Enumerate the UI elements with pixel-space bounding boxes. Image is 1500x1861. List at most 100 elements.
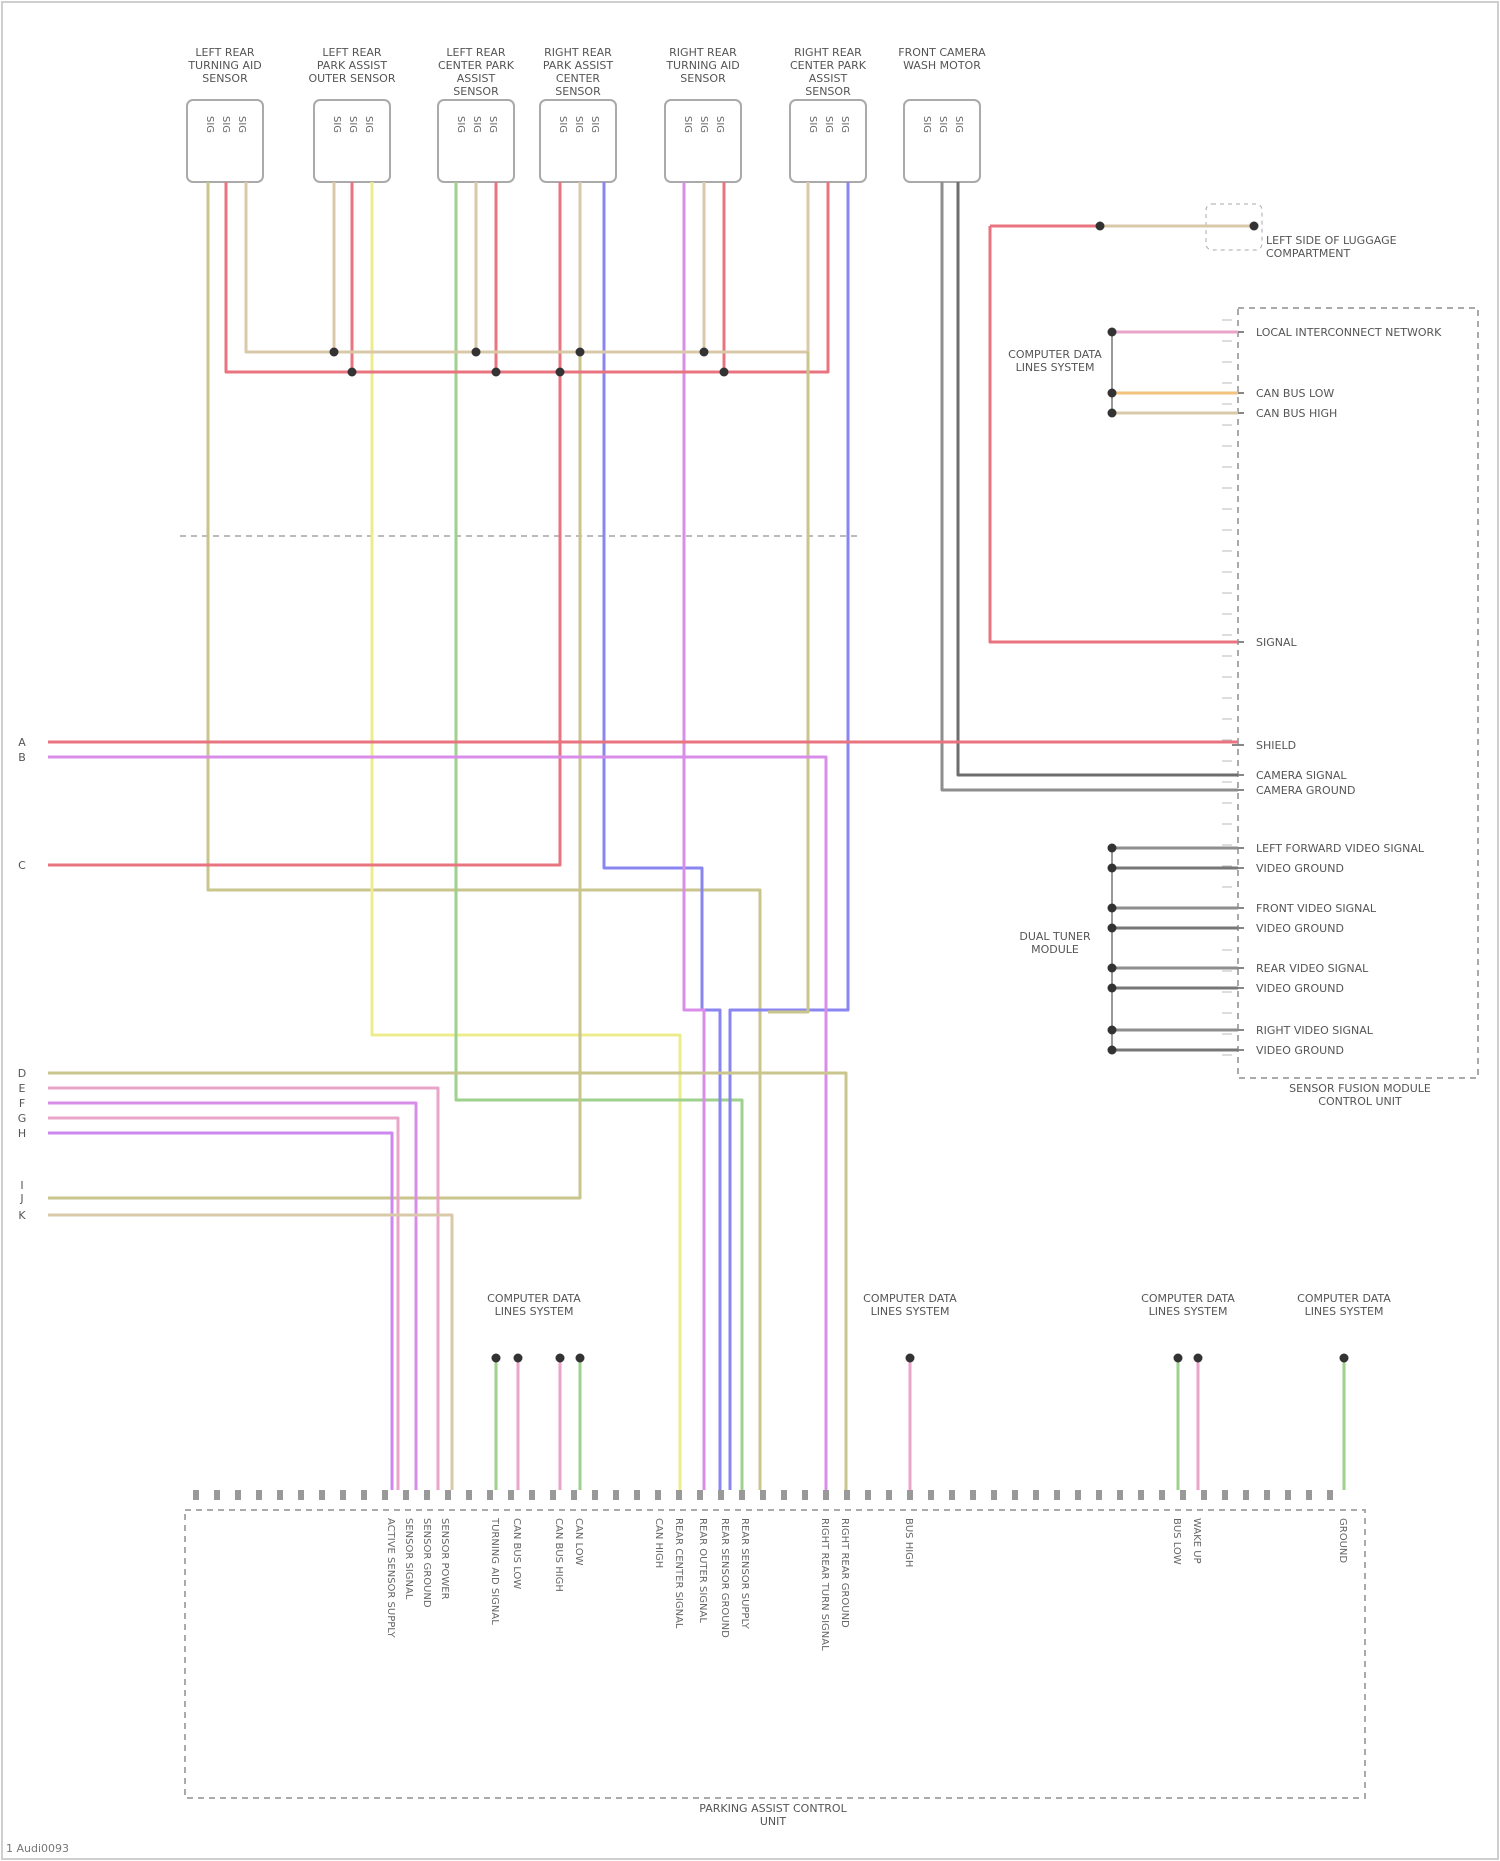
sensor-pin-label: SIG — [347, 116, 358, 133]
bottom-module-pin-label: BUS HIGH — [903, 1518, 914, 1567]
feed-letter: F — [19, 1097, 25, 1110]
bus-splice — [492, 368, 501, 377]
tuner-node — [1108, 864, 1117, 873]
rear-module-pin-label: CAN BUS LOW — [1256, 387, 1334, 400]
bottom-pin — [865, 1490, 871, 1500]
bottom-pin — [907, 1490, 913, 1500]
wire-camera-dark — [958, 182, 1238, 775]
rear-module-pin-label: CAMERA GROUND — [1256, 784, 1355, 797]
rear-module-pin-label: CAMERA SIGNAL — [1256, 769, 1347, 782]
rear-module-pin-label: LOCAL INTERCONNECT NETWORK — [1256, 326, 1442, 339]
feed-letter: K — [18, 1209, 26, 1222]
sensor-label: ASSIST — [809, 72, 848, 85]
data-group-node — [576, 1354, 585, 1363]
bottom-pin — [1159, 1490, 1165, 1500]
tuner-node — [1108, 904, 1117, 913]
feed-letter: I — [20, 1179, 23, 1192]
bottom-pin — [1138, 1490, 1144, 1500]
bottom-module-pin-label: REAR SENSOR GROUND — [719, 1518, 730, 1638]
bottom-pin — [1180, 1490, 1186, 1500]
feed-letter: E — [19, 1082, 26, 1095]
data-group-label: LINES SYSTEM — [1149, 1305, 1228, 1318]
bottom-pin — [676, 1490, 682, 1500]
bus-splice — [700, 348, 709, 357]
data-group-node — [906, 1354, 915, 1363]
bus-splice — [348, 368, 357, 377]
feed-wire-d — [48, 1073, 846, 1490]
bottom-pin — [1075, 1490, 1081, 1500]
bottom-module-outline — [185, 1510, 1365, 1798]
sensor-label: SENSOR — [555, 85, 601, 98]
bottom-module-pin-label: SENSOR SIGNAL — [403, 1518, 414, 1600]
bottom-module-pin-label: CAN BUS HIGH — [553, 1518, 564, 1592]
rear-module-pin-label: VIDEO GROUND — [1256, 1044, 1344, 1057]
wire-lr-turning-olive — [208, 182, 760, 1490]
sensor-label: WASH MOTOR — [903, 59, 981, 72]
sensor-connector — [904, 100, 980, 182]
sensor-pin-label: SIG — [220, 116, 231, 133]
data-group-node — [514, 1354, 523, 1363]
bus-splice — [330, 348, 339, 357]
rear-module-pin-label: FRONT VIDEO SIGNAL — [1256, 902, 1377, 915]
bottom-module-pin-label: REAR OUTER SIGNAL — [697, 1518, 708, 1623]
bottom-pin — [949, 1490, 955, 1500]
data-group-node — [1194, 1354, 1203, 1363]
sensor-pin-label: SIG — [331, 116, 342, 133]
tuner-node — [1108, 1046, 1117, 1055]
data-group-node — [1174, 1354, 1183, 1363]
bottom-pin — [1096, 1490, 1102, 1500]
bottom-pin — [445, 1490, 451, 1500]
bottom-pin — [508, 1490, 514, 1500]
sensor-connector — [187, 100, 263, 182]
sensor-pin-label: SIG — [204, 116, 215, 133]
bottom-pin — [382, 1490, 388, 1500]
feed-letter: D — [18, 1067, 26, 1080]
bottom-pin — [844, 1490, 850, 1500]
data-group-node — [1340, 1354, 1349, 1363]
sensor-pin-label: SIG — [573, 116, 584, 133]
bottom-pin — [886, 1490, 892, 1500]
dual-tuner-label: MODULE — [1031, 943, 1079, 956]
sensor-label: SENSOR — [680, 72, 726, 85]
tuner-node — [1108, 1026, 1117, 1035]
bottom-module-pin-label: WAKE UP — [1191, 1518, 1202, 1564]
bottom-pin — [1285, 1490, 1291, 1500]
bottom-pin — [634, 1490, 640, 1500]
sensor-label: CENTER — [556, 72, 601, 85]
bottom-pin — [1012, 1490, 1018, 1500]
sensor-label: CENTER PARK — [438, 59, 515, 72]
bottom-module-pin-label: TURNING AID SIGNAL — [489, 1517, 500, 1625]
rear-module-pin-label: LEFT FORWARD VIDEO SIGNAL — [1256, 842, 1425, 855]
bottom-module-pin-label: GROUND — [1337, 1518, 1348, 1563]
bottom-module-pin-label: SENSOR GROUND — [421, 1518, 432, 1608]
data-line-node — [1108, 328, 1117, 337]
rear-module-pin-label: RIGHT VIDEO SIGNAL — [1256, 1024, 1374, 1037]
data-group-label: COMPUTER DATA — [487, 1292, 581, 1305]
sensor-pin-label: SIG — [807, 116, 818, 133]
data-line-node — [1108, 389, 1117, 398]
sensor-label: PARK ASSIST — [317, 59, 388, 72]
feed-wire-f — [48, 1103, 416, 1490]
sensor-pin-label: SIG — [589, 116, 600, 133]
sensor-connector — [314, 100, 390, 182]
wire-rrc-bus-red — [226, 182, 828, 372]
data-group-node — [556, 1354, 565, 1363]
sensor-pin-label: SIG — [953, 116, 964, 133]
bottom-module-pin-label: ACTIVE SENSOR SUPPLY — [385, 1518, 396, 1639]
rear-module-pin-label: SIGNAL — [1256, 636, 1298, 649]
bottom-pin — [1054, 1490, 1060, 1500]
bottom-pin — [319, 1490, 325, 1500]
bottom-pin — [697, 1490, 703, 1500]
bottom-module-name: PARKING ASSIST CONTROL — [699, 1802, 847, 1815]
sensor-label: FRONT CAMERA — [898, 46, 986, 59]
bottom-pin — [361, 1490, 367, 1500]
sensor-label: TURNING AID — [665, 59, 739, 72]
rear-module-pin-label: CAN BUS HIGH — [1256, 407, 1337, 420]
bottom-pin — [802, 1490, 808, 1500]
sensor-label: RIGHT REAR — [669, 46, 737, 59]
sensor-label: SENSOR — [202, 72, 248, 85]
sensor-pin-label: SIG — [698, 116, 709, 133]
wire-rrc-olive2 — [768, 352, 808, 1012]
bottom-pin — [1117, 1490, 1123, 1500]
